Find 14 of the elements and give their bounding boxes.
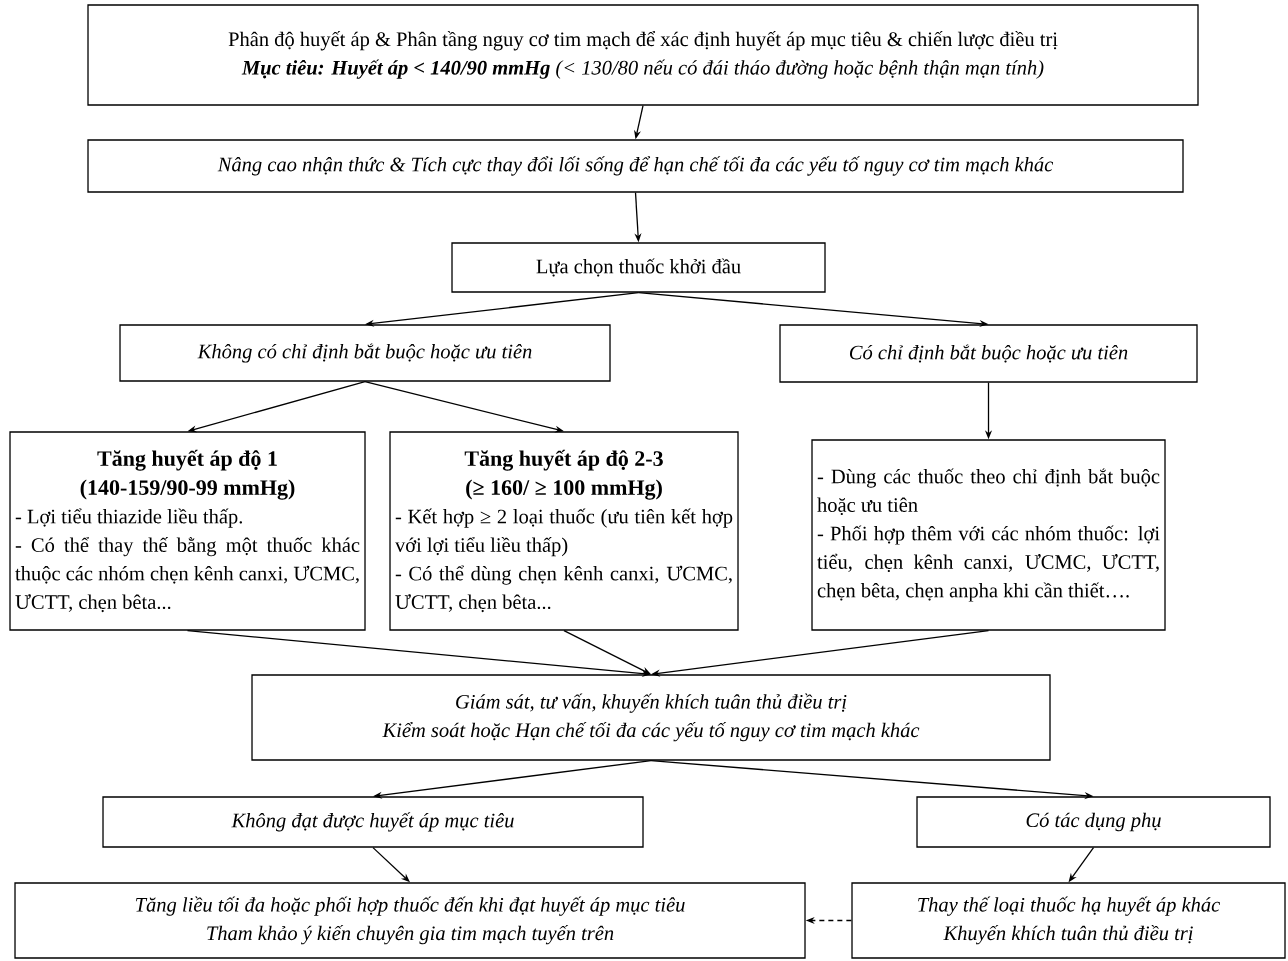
- decision-box: Lựa chọn thuốc khởi đầu: [451, 242, 826, 293]
- arrow: [563, 630, 651, 675]
- process-box: Tăng liều tối đa hoặc phối hợp thuốc đến khi đạt huyết áp mục tiêu Tham khảo ý kiến chuyên gia tim mạch tuyến trên: [14, 882, 806, 959]
- content-box: Tăng huyết áp độ 1 (140-159/90-99 mmHg) - Lợi tiểu thiazide liều thấp. - Có thể thay thế bằng một thuốc khác thuộc các nhóm chẹn kênh canxi, ƯCMC, ƯCTT, chẹn bêta...: [9, 431, 366, 631]
- process-box: Thay thế loại thuốc hạ huyết áp khác Khuyến khích tuân thủ điều trị: [851, 882, 1286, 959]
- process-box: Nâng cao nhận thức & Tích cực thay đổi lối sống để hạn chế tối đa các yếu tố nguy cơ tim mạch khác: [87, 139, 1184, 193]
- process-box: Có chỉ định bắt buộc hoặc ưu tiên: [779, 324, 1198, 383]
- process-box: Không đạt được huyết áp mục tiêu: [102, 796, 644, 848]
- process-box: Giám sát, tư vấn, khuyến khích tuân thủ điều trị Kiểm soát hoặc Hạn chế tối đa các yếu tố nguy cơ tim mạch khác: [251, 674, 1051, 761]
- content-box: - Dùng các thuốc theo chỉ định bắt buộc hoặc ưu tiên - Phối hợp thêm với các nhóm thuốc: lợi tiểu, chẹn kênh canxi, ƯCMC, ƯCTT, chẹn bêta, chẹn anpha khi cần thiết….: [811, 439, 1166, 631]
- content-box: Tăng huyết áp độ 2-3 (≥ 160/ ≥ 100 mmHg) - Kết hợp ≥ 2 loại thuốc (ưu tiên kết hợp với lợi tiểu liều thấp) - Có thể dùng chẹn kênh canxi, ƯCMC, ƯCTT, chẹn bêta...: [389, 431, 739, 631]
- process-box: Có tác dụng phụ: [916, 796, 1271, 848]
- process-box: Không có chỉ định bắt buộc hoặc ưu tiên: [119, 324, 611, 382]
- header-box: Phân độ huyết áp & Phân tầng nguy cơ tim mạch để xác định huyết áp mục tiêu & chiến lược điều trị Mục tiêu: Huyết áp < 140/90 mmHg (< 130/80 nếu có đái tháo đường hoặc bệnh thận mạn tính): [87, 4, 1199, 106]
